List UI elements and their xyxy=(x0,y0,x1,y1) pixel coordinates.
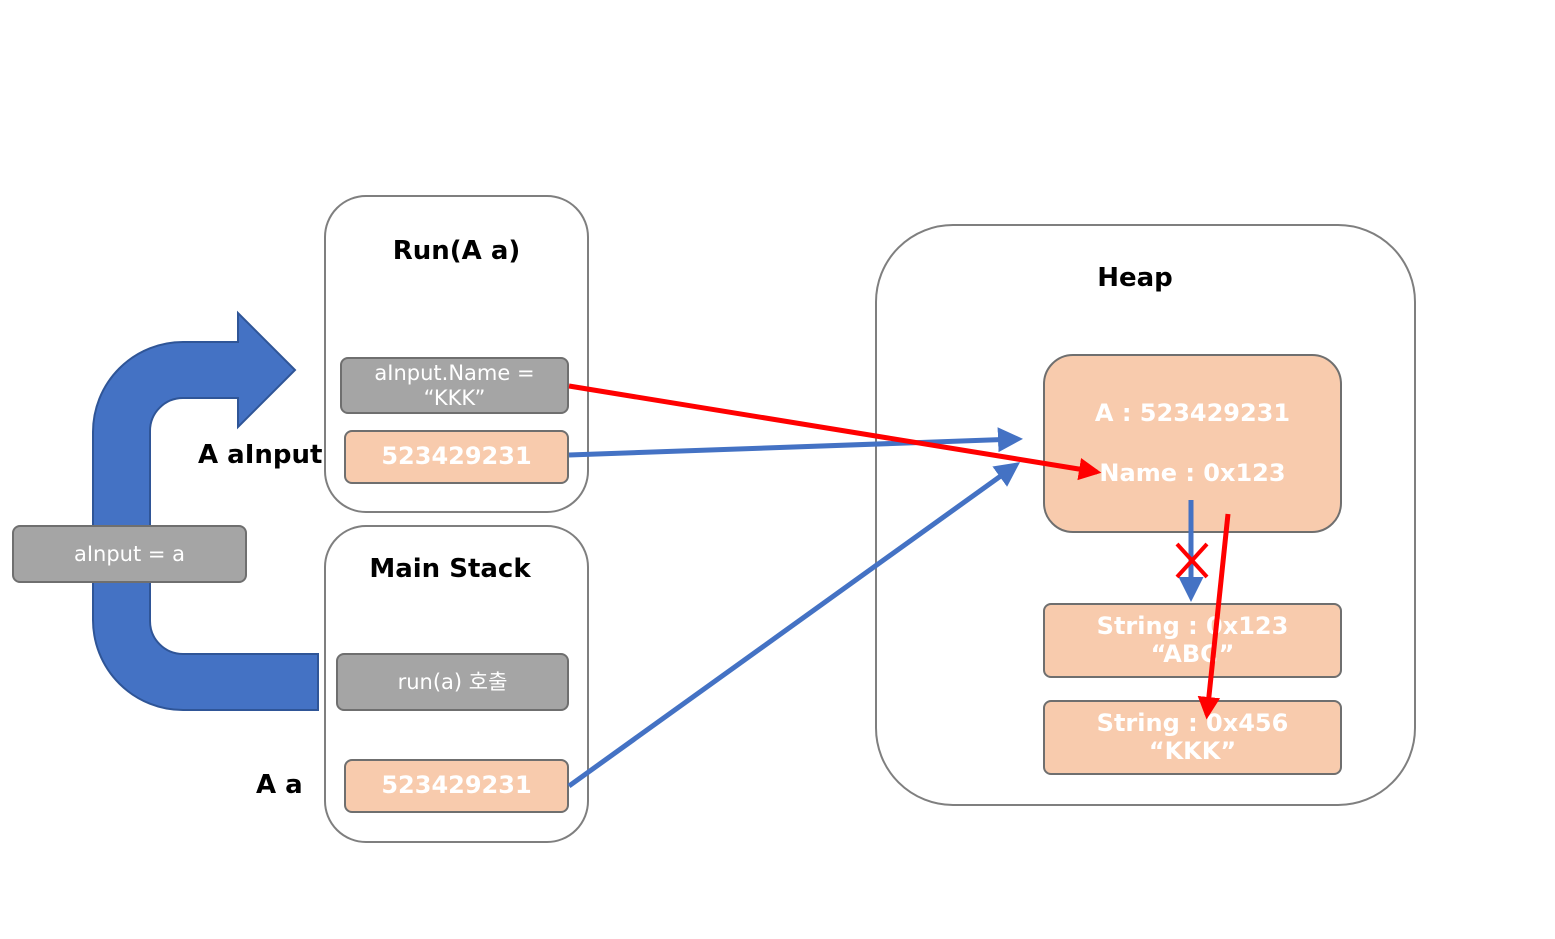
main-var-value-box: 523429231 xyxy=(344,759,569,813)
heap-object-name-field: Name : 0x123 xyxy=(1099,458,1286,487)
main-var-label: A a xyxy=(256,770,303,800)
arrow-statement-to-name xyxy=(568,383,1102,481)
main-stack-title: Main Stack xyxy=(369,554,531,584)
run-var-value-box: 523429231 xyxy=(344,430,569,484)
call-statement-box: run(a) 호출 xyxy=(336,653,569,711)
run-var-label: A aInput xyxy=(198,440,323,470)
arrow-a-to-object xyxy=(567,462,1021,789)
arrow-name-to-kkk-new xyxy=(1197,513,1231,720)
cross-mark-icon xyxy=(1175,542,1209,579)
heap-object-box: A : 523429231 Name : 0x123 xyxy=(1043,354,1342,533)
heap-string-kkk: String : 0x456 “KKK” xyxy=(1043,700,1342,775)
heap-object-address: A : 523429231 xyxy=(1094,399,1291,427)
heap-string-abc: String : 0x123 “ABC” xyxy=(1043,603,1342,678)
assign-statement-box: aInput.Name = “KKK” xyxy=(340,357,569,414)
heap-title: Heap xyxy=(1097,263,1173,293)
call-arrow-label-box: aInput = a xyxy=(12,525,247,583)
arrow-ainput-to-object xyxy=(568,427,1023,458)
run-frame-title: Run(A a) xyxy=(392,236,521,266)
